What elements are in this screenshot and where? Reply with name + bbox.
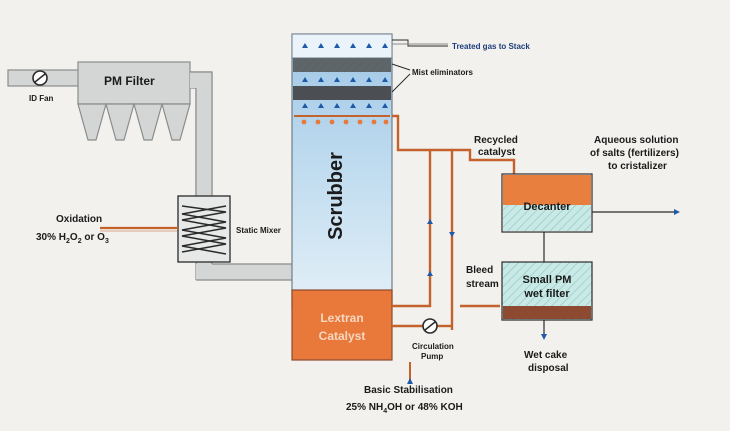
aqueous-outlet-line xyxy=(592,209,680,215)
gas-duct xyxy=(190,71,292,281)
recycled-catalyst-line1: Recycled xyxy=(474,135,518,146)
oxidation-formula: 30% H2O2 or O3 xyxy=(36,232,109,245)
id-fan xyxy=(32,70,48,86)
oxidation-feed-line xyxy=(100,226,178,232)
small-pm-label-line2: wet filter xyxy=(523,288,570,300)
decanter-label: Decanter xyxy=(523,201,571,213)
recycled-catalyst-line2: catalyst xyxy=(478,147,516,158)
recycle-pipes xyxy=(392,114,516,330)
basic-feed-line xyxy=(407,362,413,384)
bleed-stream-line1: Bleed xyxy=(466,265,493,276)
treated-gas-line xyxy=(392,39,448,47)
aqueous-label-line2: of salts (fertilizers) xyxy=(590,148,679,159)
oxidation-label: Oxidation xyxy=(56,214,102,225)
pm-filter-label: PM Filter xyxy=(104,74,155,88)
circulation-label-line1: Circulation xyxy=(412,342,454,351)
basic-stabilisation-label: Basic Stabilisation xyxy=(364,385,453,396)
gas-flow-arrows xyxy=(302,43,388,108)
treated-gas-label: Treated gas to Stack xyxy=(452,42,530,51)
static-mixer-label: Static Mixer xyxy=(236,226,281,235)
wet-cake-outlet xyxy=(541,320,547,340)
static-mixer xyxy=(177,195,231,263)
bleed-stream-line2: stream xyxy=(466,279,499,290)
aqueous-label-line1: Aqueous solution xyxy=(594,135,678,146)
decanter xyxy=(501,173,593,233)
scrubber-label: Scrubber xyxy=(325,152,347,240)
lextran-label-line2: Catalyst xyxy=(319,329,366,343)
scrubber-tower xyxy=(291,33,393,361)
circulation-pump xyxy=(422,318,438,334)
spray-nozzles xyxy=(294,115,390,125)
small-pm-wet-filter xyxy=(501,261,593,321)
mist-eliminator-pads xyxy=(293,58,391,100)
id-fan-label: ID Fan xyxy=(29,94,54,103)
wet-cake-line2: disposal xyxy=(528,363,569,374)
lextran-label-line1: Lextran xyxy=(320,311,363,325)
mist-eliminators-leader xyxy=(391,63,411,93)
mist-eliminators-label: Mist eliminators xyxy=(412,68,473,77)
pipe-arrows xyxy=(427,219,455,276)
aqueous-label-line3: to cristalizer xyxy=(608,161,667,172)
small-pm-label-line1: Small PM xyxy=(523,274,572,286)
pm-filter xyxy=(77,61,191,141)
circulation-label-line2: Pump xyxy=(421,352,443,361)
basic-stabilisation-formula: 25% NH4OH or 48% KOH xyxy=(346,402,463,415)
wet-cake-line1: Wet cake xyxy=(524,350,568,361)
